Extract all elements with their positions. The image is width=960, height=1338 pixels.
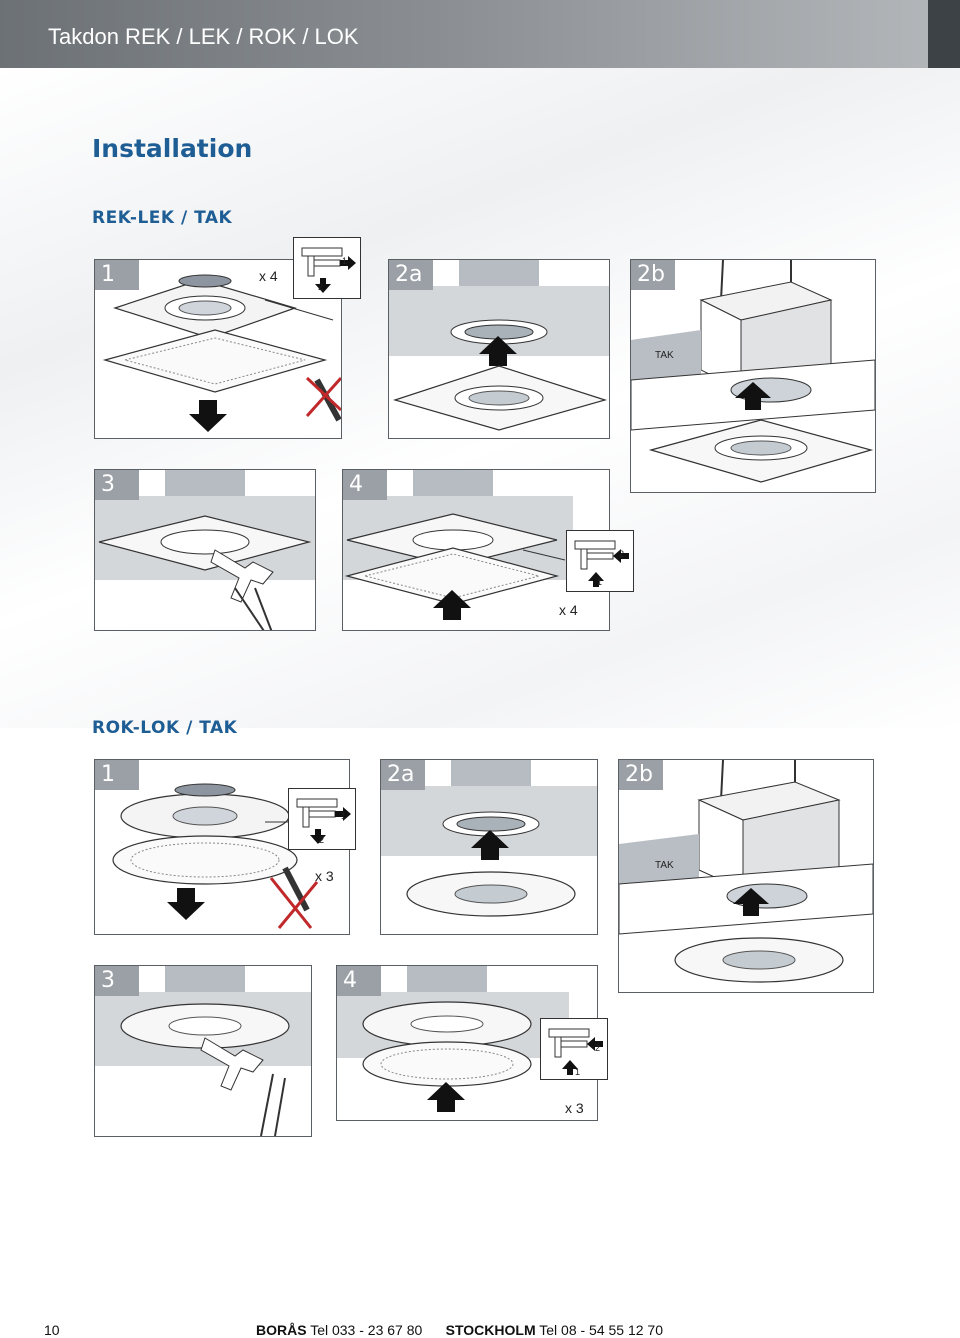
- step-number: 4: [337, 966, 381, 996]
- step-number: 2b: [631, 260, 675, 290]
- step-panel-1: 1 x 4: [94, 259, 342, 439]
- step-number: 1: [95, 260, 139, 290]
- step-panel-2a-round: 2a: [380, 759, 598, 935]
- page-number: 10: [44, 1322, 60, 1338]
- ceiling-tag: TAK: [655, 860, 674, 871]
- step-panel-2a: 2a: [388, 259, 610, 439]
- step-number: 1: [95, 760, 139, 790]
- mark-2: 2: [619, 549, 625, 559]
- step-number: 2a: [381, 760, 425, 790]
- page-header: Takdon REK / LEK / ROK / LOK: [0, 0, 960, 68]
- quantity-label: x 3: [315, 868, 334, 884]
- step-panel-3-round: 3: [94, 965, 312, 1137]
- page-footer: 10 BORÅS Tel 033 - 23 67 80 STOCKHOLM Te…: [0, 1318, 960, 1338]
- step-number: 3: [95, 966, 139, 996]
- city-boras: BORÅS: [256, 1322, 307, 1338]
- detail-inset: 1 2: [293, 237, 361, 299]
- mark-1: 1: [597, 577, 603, 587]
- step-number: 2b: [619, 760, 663, 790]
- section-title-rek-lek: REK-LEK / TAK: [92, 208, 233, 228]
- step-panel-4: 4 x 4: [342, 469, 610, 631]
- city-stockholm: STOCKHOLM: [445, 1322, 536, 1338]
- detail-inset: 2 1: [540, 1018, 608, 1080]
- step-number: 3: [95, 470, 139, 500]
- ceiling-tag: TAK: [655, 350, 674, 361]
- step-panel-2b-round: 2b TAK: [618, 759, 874, 993]
- step-illustration: [102, 274, 341, 432]
- step-number: 2a: [389, 260, 433, 290]
- page-title: Installation: [92, 134, 253, 163]
- mark-2: 2: [319, 835, 325, 845]
- section-title-rok-lok: ROK-LOK / TAK: [92, 718, 238, 738]
- mark-1: 1: [341, 811, 347, 821]
- quantity-label: x 3: [565, 1100, 584, 1116]
- step-number: 4: [343, 470, 387, 500]
- detail-inset: 2 1: [566, 530, 634, 592]
- step-panel-2b: 2b TAK: [630, 259, 876, 493]
- mark-1: 1: [575, 1067, 581, 1077]
- mark-1: 1: [342, 256, 348, 266]
- mark-2: 2: [318, 282, 324, 292]
- tel-boras: Tel 033 - 23 67 80: [310, 1322, 423, 1338]
- header-title: Takdon REK / LEK / ROK / LOK: [48, 24, 359, 49]
- mark-2: 2: [595, 1043, 601, 1053]
- contact-line: BORÅS Tel 033 - 23 67 80 STOCKHOLM Tel 0…: [256, 1322, 663, 1338]
- quantity-label: x 4: [559, 602, 578, 618]
- tel-stockholm: Tel 08 - 54 55 12 70: [539, 1322, 664, 1338]
- quantity-label: x 4: [259, 268, 278, 284]
- step-panel-3: 3: [94, 469, 316, 631]
- detail-inset: 1 2: [288, 788, 356, 850]
